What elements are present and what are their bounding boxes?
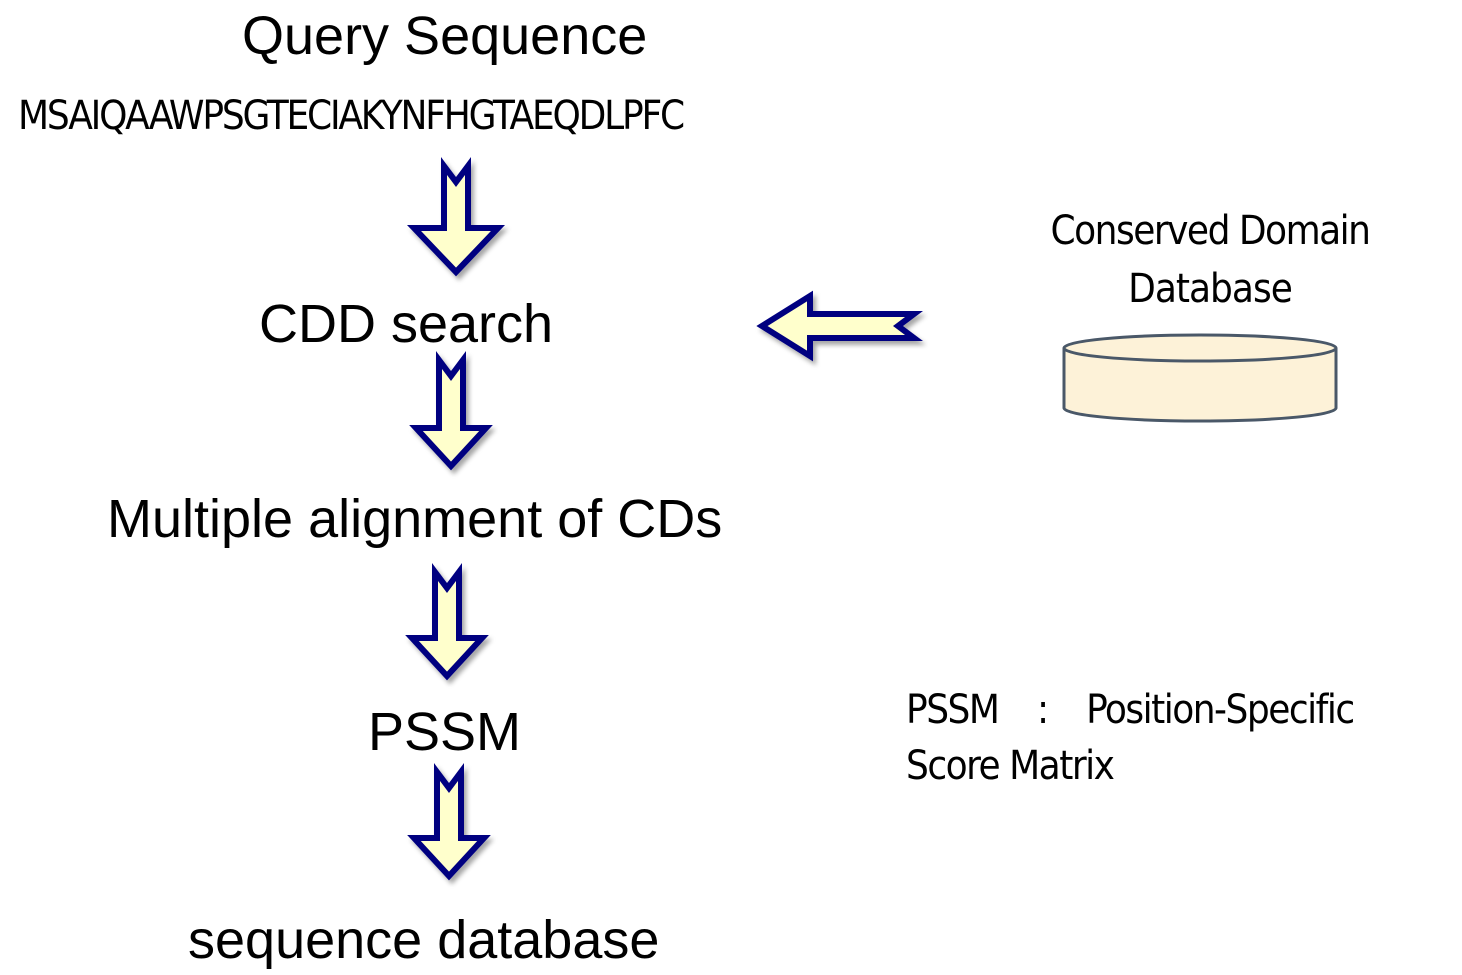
pssm-note-line1: PSSM : Position-Specific bbox=[906, 687, 1355, 733]
step-pssm: PSSM bbox=[368, 702, 522, 762]
database-label-line2: Database bbox=[1128, 266, 1293, 312]
database-icon bbox=[1062, 333, 1338, 423]
title: Query Sequence bbox=[242, 6, 648, 66]
step-multiple-alignment: Multiple alignment of CDs bbox=[107, 489, 723, 549]
step-sequence-database: sequence database bbox=[188, 910, 660, 970]
step-cdd-search: CDD search bbox=[259, 294, 554, 354]
database-label: Conserved Domain Database bbox=[1010, 202, 1410, 318]
pssm-note-line2: Score Matrix bbox=[906, 743, 1115, 789]
down-arrow-icon bbox=[409, 351, 493, 471]
down-arrow-icon bbox=[405, 563, 489, 681]
database-label-line1: Conserved Domain bbox=[1050, 208, 1371, 254]
query-sequence: MSAIQAAWPSGTECIAKYNFHGTAEQDLPFC bbox=[18, 93, 685, 139]
pssm-note: PSSM : Position-Specific Score Matrix bbox=[906, 682, 1355, 794]
left-arrow-icon bbox=[756, 290, 923, 362]
down-arrow-icon bbox=[407, 763, 491, 881]
down-arrow-icon bbox=[406, 157, 506, 277]
